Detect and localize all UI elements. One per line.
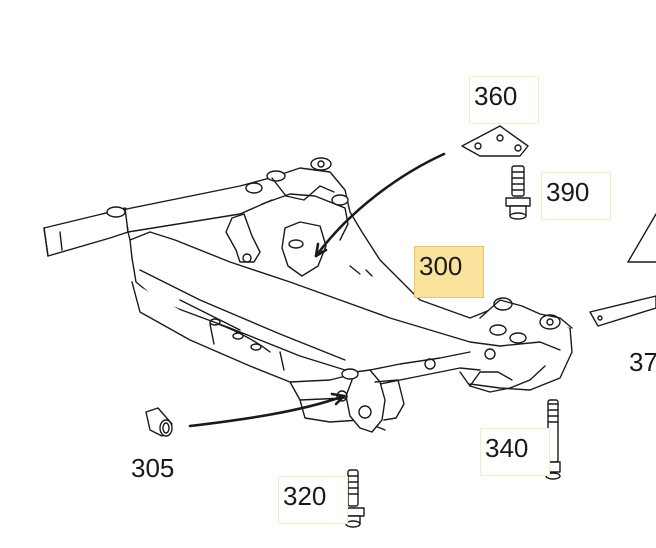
callout-305[interactable]: 305 — [126, 448, 196, 496]
bracket-plate-icon — [461, 125, 529, 157]
arrow-icon — [188, 392, 346, 428]
callout-label: 360 — [474, 81, 518, 111]
callout-label: 390 — [546, 177, 590, 207]
callout-label: 37 — [629, 347, 656, 377]
bolt-icon — [505, 165, 531, 220]
callout-label: 320 — [283, 481, 327, 511]
callout-label: 340 — [485, 433, 529, 463]
bracket-plate-icon — [589, 213, 656, 327]
callout-label: 305 — [131, 453, 175, 483]
callout-340[interactable]: 340 — [480, 428, 550, 476]
bushing-icon — [145, 407, 173, 437]
callout-300[interactable]: 300 — [414, 246, 484, 298]
callout-label: 300 — [419, 251, 463, 281]
callout-390[interactable]: 390 — [541, 172, 611, 220]
callout-360[interactable]: 360 — [469, 76, 539, 124]
arrow-icon — [314, 152, 446, 258]
callout-320[interactable]: 320 — [278, 476, 348, 524]
callout-37[interactable]: 37 — [624, 342, 656, 390]
subframe-icon — [43, 157, 573, 433]
